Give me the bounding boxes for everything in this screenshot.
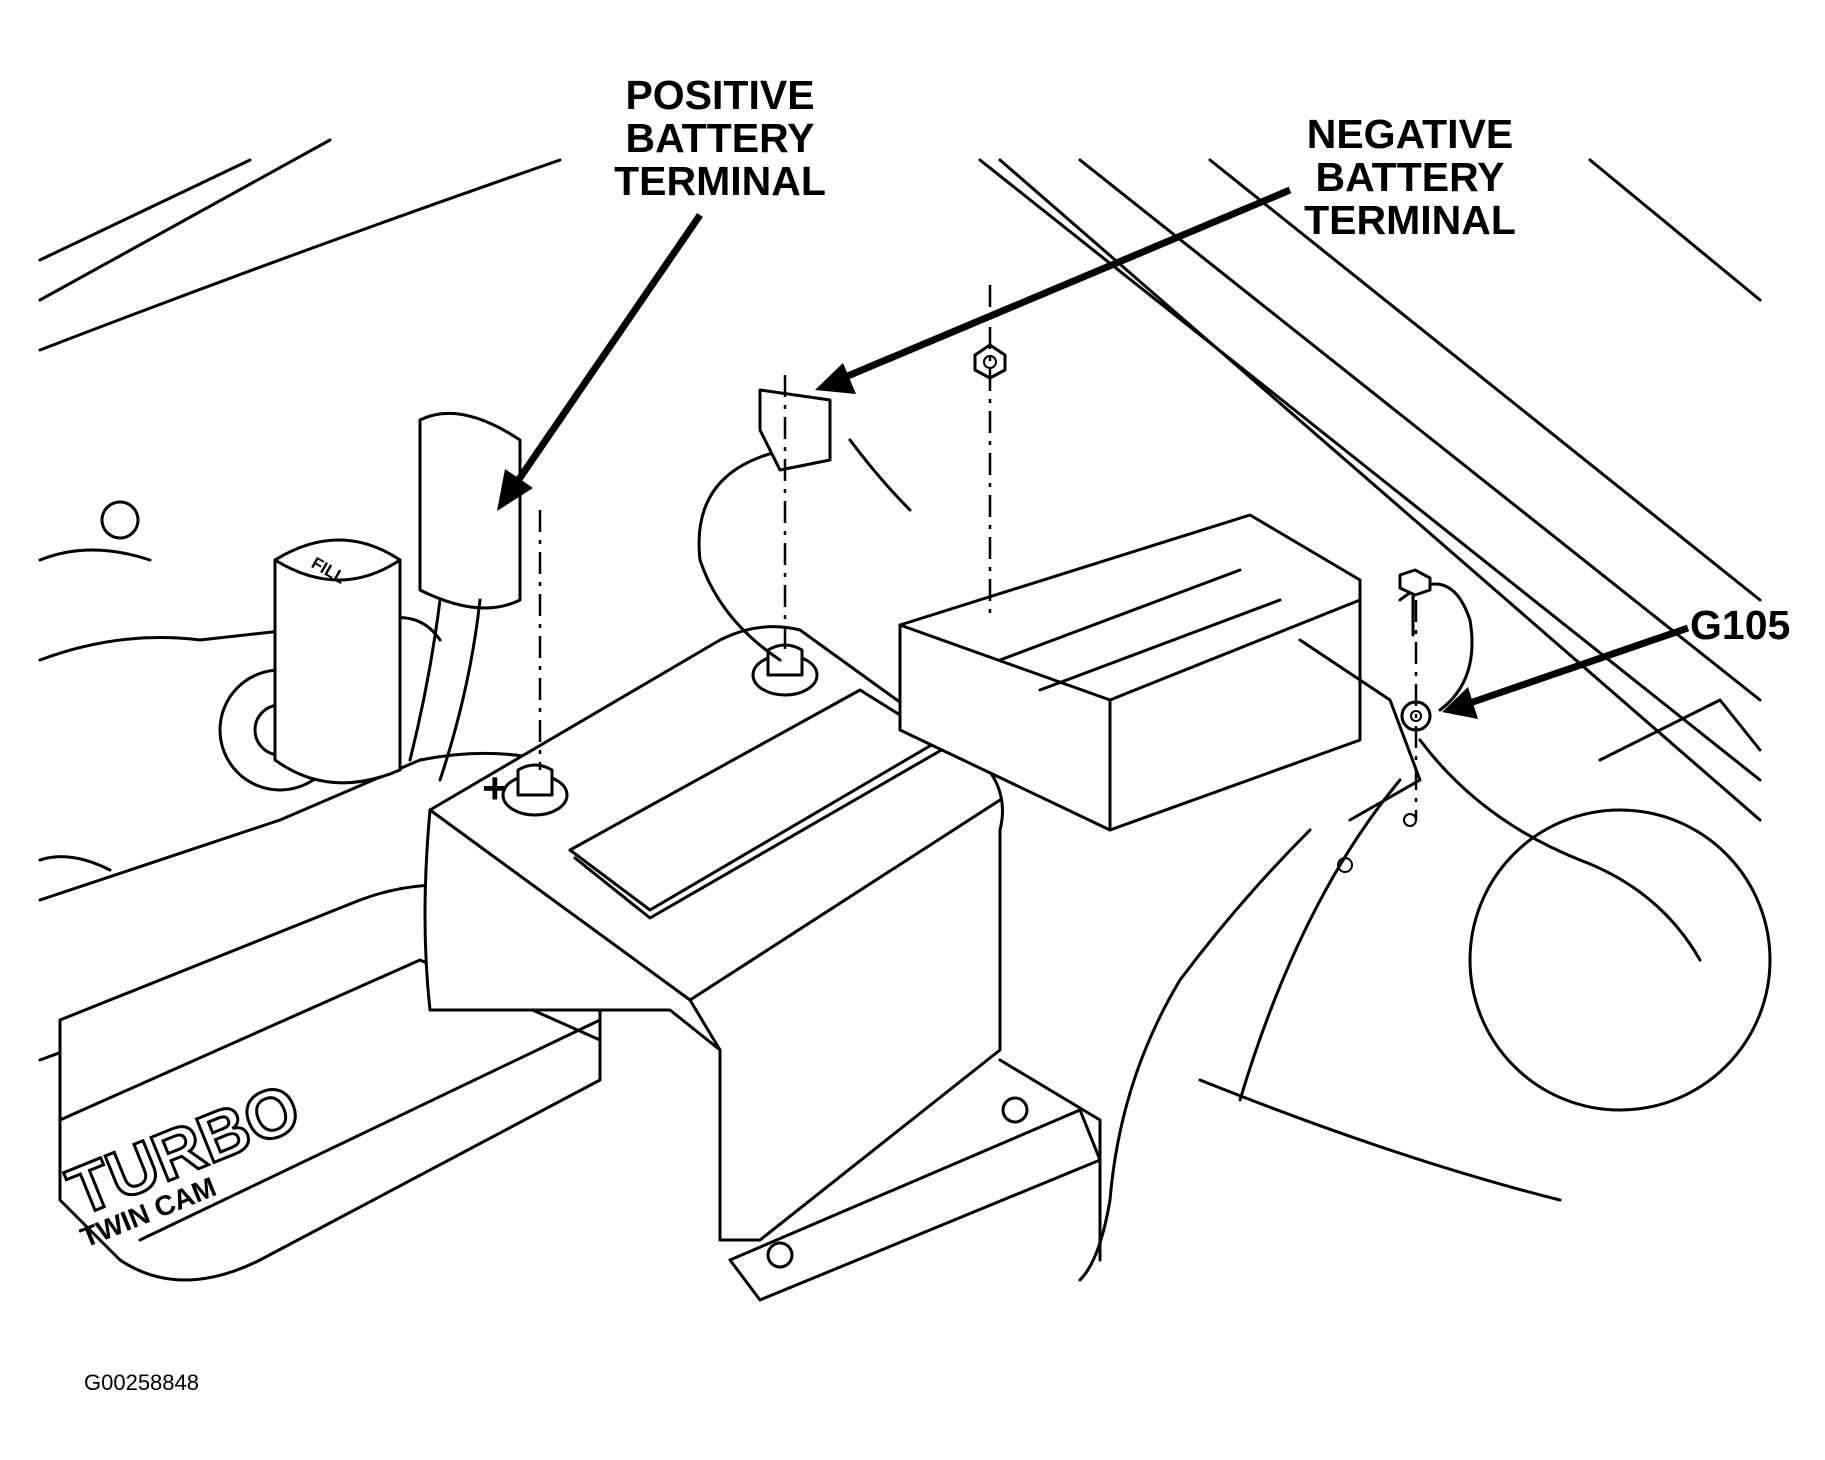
negative-terminal-line-3: TERMINAL bbox=[1304, 197, 1516, 243]
ground-bolt bbox=[1398, 568, 1432, 637]
negative-terminal-line-2: BATTERY bbox=[1315, 154, 1505, 200]
g105-arrow bbox=[1442, 624, 1690, 719]
g105-callout: G105 bbox=[1690, 602, 1791, 648]
negative-cable bbox=[697, 388, 912, 662]
battery-plus-sign: + bbox=[482, 764, 508, 813]
battery-tray bbox=[728, 1058, 1102, 1302]
fuse-box bbox=[898, 513, 1422, 832]
centerlines bbox=[538, 285, 1418, 820]
negative-terminal-line-1: NEGATIVE bbox=[1306, 111, 1514, 157]
positive-terminal-line-1: POSITIVE bbox=[625, 72, 815, 118]
negative-terminal-arrow bbox=[815, 186, 1292, 394]
positive-terminal-callout: POSITIVE BATTERY TERMINAL bbox=[600, 74, 840, 203]
positive-terminal-line-2: BATTERY bbox=[625, 115, 815, 161]
positive-terminal-arrow bbox=[497, 213, 703, 511]
fender-apron bbox=[1198, 698, 1772, 1202]
fluid-reservoir bbox=[273, 538, 402, 785]
positive-terminal-line-3: TERMINAL bbox=[614, 158, 826, 204]
figure-id: G00258848 bbox=[84, 1370, 199, 1395]
positive-cable-cover bbox=[408, 411, 522, 782]
sensor-wire bbox=[1078, 828, 1312, 1282]
battery bbox=[423, 625, 1004, 1242]
negative-terminal-callout: NEGATIVE BATTERY TERMINAL bbox=[1280, 113, 1540, 242]
